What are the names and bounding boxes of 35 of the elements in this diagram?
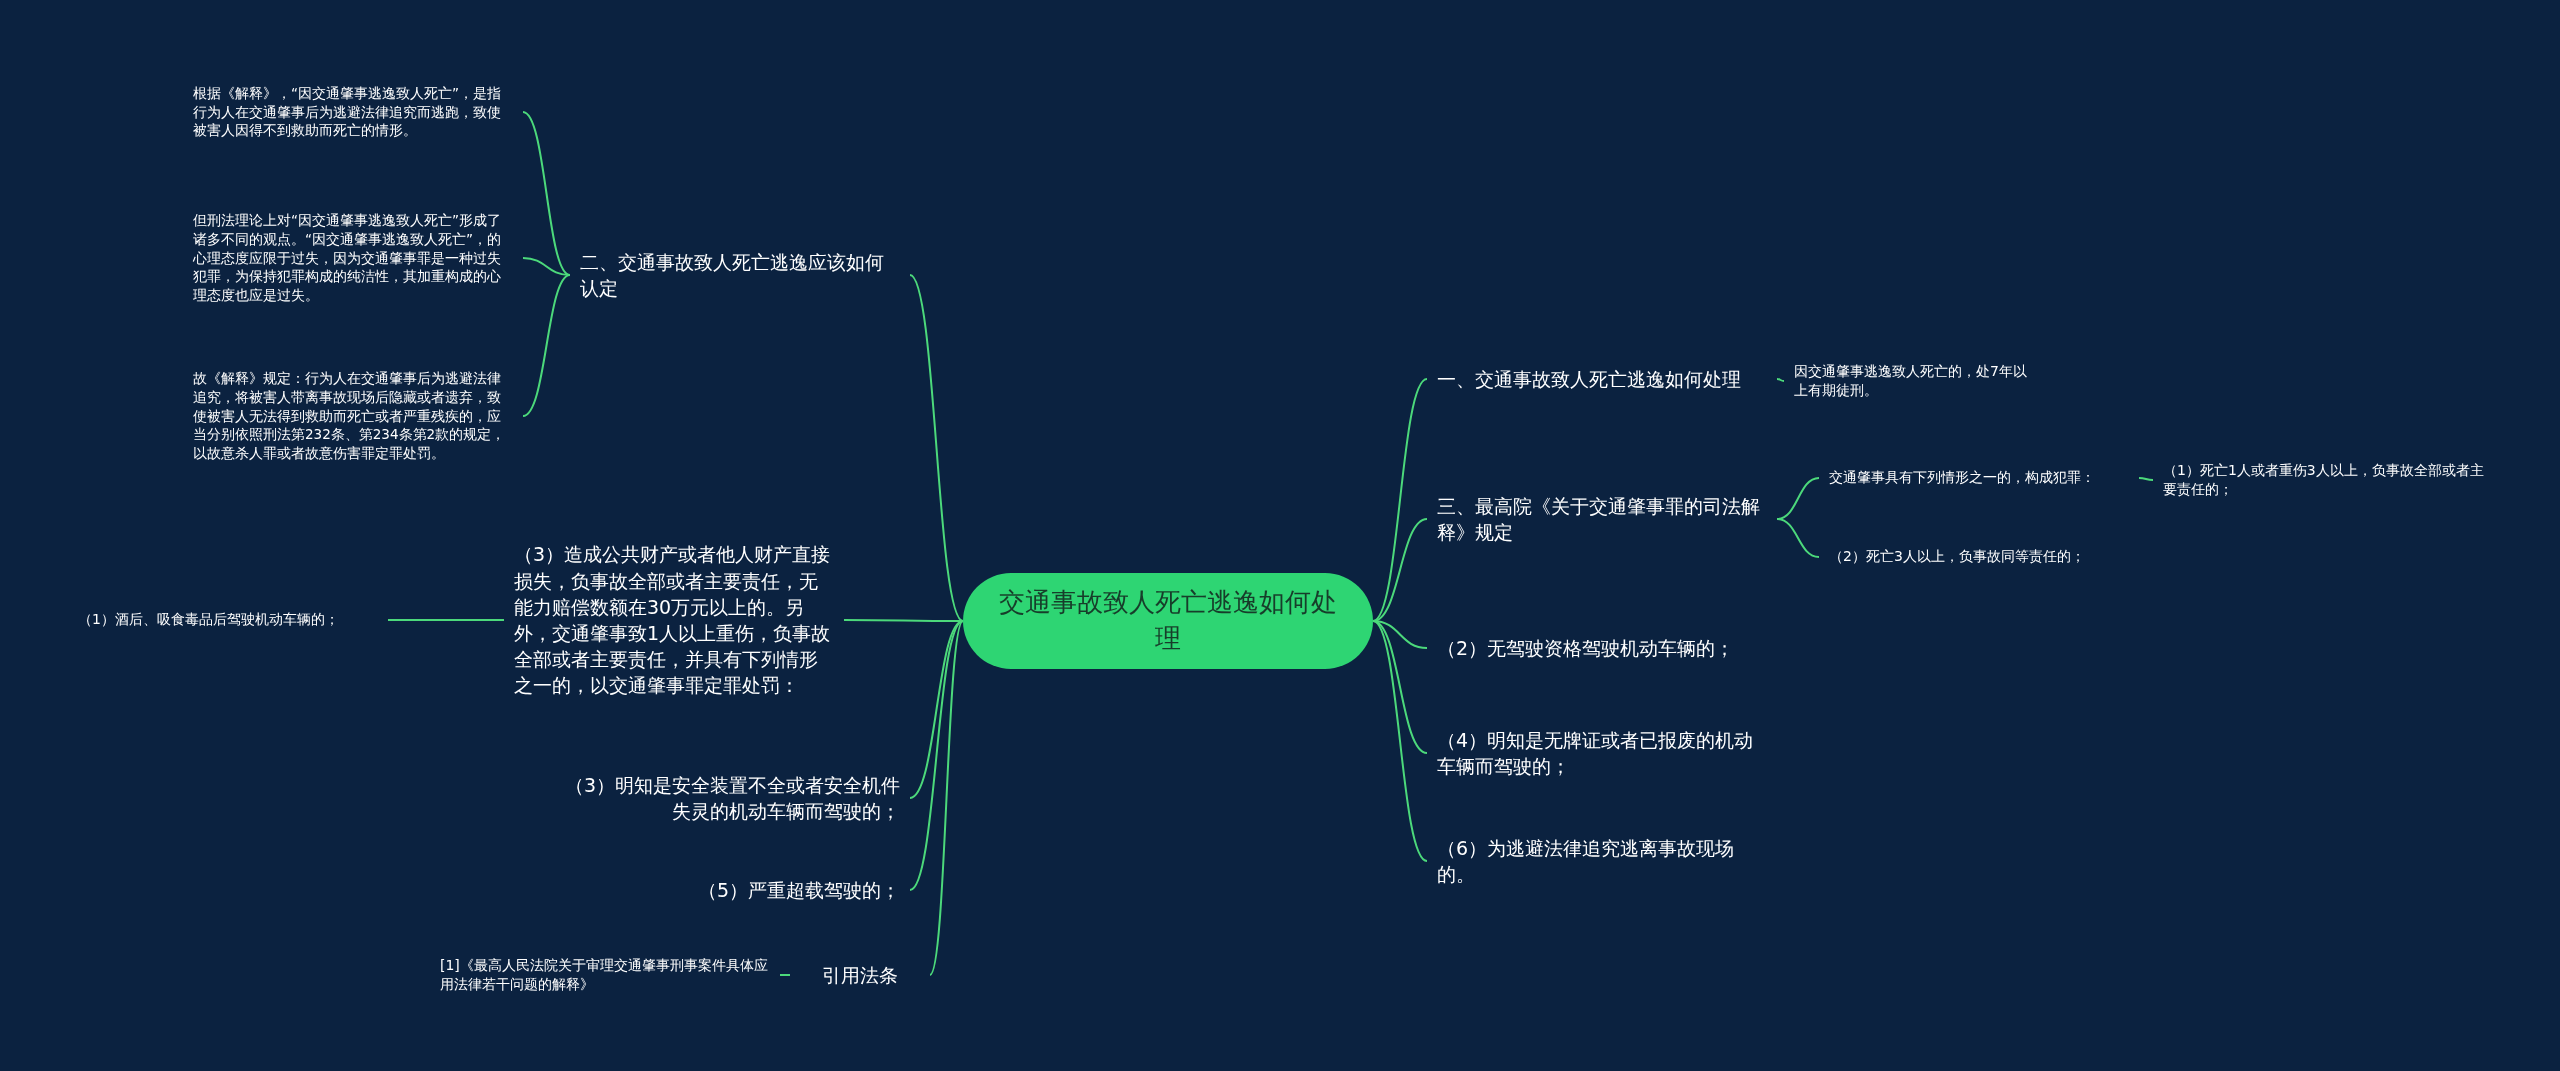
detail-text: 因交通肇事逃逸致人死亡的，处7年以上有期徒刑。 xyxy=(1794,361,2028,400)
detail-text: （2）死亡3人以上，负事故同等责任的； xyxy=(1829,547,2086,567)
topic-text: 引用法条 xyxy=(821,962,899,988)
connector-line xyxy=(2138,477,2154,481)
connector-line xyxy=(1372,620,1428,754)
topic-text: （3）造成公共财产或者他人财产直接损失，负事故全部或者主要责任，无能力赔偿数额在30万元以上的。另外，交通肇事致1人以上重伤，负事故全部或者主要责任，并具有下列情形之一的，以交通肇事罪定罪处罚： xyxy=(514,542,832,699)
topic-text: （6）为逃避法律追究逃离事故现场的。 xyxy=(1437,835,1736,887)
detail-text: 根据《解释》，“因交通肇事逃逸致人死亡”，是指行为人在交通肇事后为逃避法律追究而逃跑，致使被害人因得不到救助而死亡的情形。 xyxy=(193,84,502,140)
connector-line xyxy=(522,257,571,276)
connector-line xyxy=(1776,378,1785,382)
topic-text: （4）明知是无牌证或者已报废的机动车辆而驾驶的； xyxy=(1437,727,1755,779)
topic-text: 一、交通事故致人死亡逃逸如何处理 xyxy=(1437,366,1742,392)
detail-text: [1]《最高人民法院关于审理交通肇事刑事案件具体应用法律若干问题的解释》 xyxy=(440,955,769,994)
connector-line xyxy=(1372,620,1428,862)
connector-line xyxy=(929,620,964,976)
detail-text: （1）酒后、吸食毒品后驾驶机动车辆的； xyxy=(78,610,340,630)
topic-text: （2）无驾驶资格驾驶机动车辆的； xyxy=(1437,635,1736,661)
topic-text: 二、交通事故致人死亡逃逸应该如何认定 xyxy=(580,249,885,301)
detail-text: 交通肇事具有下列情形之一的，构成犯罪： xyxy=(1829,468,2096,488)
connector-line xyxy=(522,111,571,276)
connector-line xyxy=(387,619,505,621)
topic-text: 三、最高院《关于交通肇事罪的司法解释》规定 xyxy=(1437,493,1761,545)
connector-line xyxy=(843,619,964,622)
connector-line xyxy=(1372,378,1428,622)
central-topic-bubble: 交通事故致人死亡逃逸如何处理 xyxy=(963,573,1373,669)
detail-text: 但刑法理论上对“因交通肇事逃逸致人死亡”形成了诸多不同的观点。“因交通肇事逃逸致人死亡”，的心理态度应限于过失，因为交通肇事罪是一种过失犯罪，为保持犯罪构成的纯洁性，其加重构成的心理态度也应是过失。 xyxy=(193,211,502,305)
connector-line xyxy=(1776,518,1820,558)
connector-line xyxy=(909,620,964,891)
connector-line xyxy=(909,274,964,622)
topic-text: （3）明知是安全装置不全或者安全机件失灵的机动车辆而驾驶的； xyxy=(563,772,900,824)
detail-text: 故《解释》规定：行为人在交通肇事后为逃避法律追究，将被害人带离事故现场后隐藏或者遗弃，致使被害人无法得到救助而死亡或者严重残疾的，应当分别依照刑法第232条、第234条第2款的规定，以故意杀人罪或者故意伤害罪定罪处罚。 xyxy=(193,369,507,463)
connector-line xyxy=(522,274,571,417)
detail-text: （1）死亡1人或者重伤3人以上，负事故全部或者主要责任的； xyxy=(2163,460,2485,499)
topic-text: （5）严重超载驾驶的； xyxy=(696,877,900,903)
connector-line xyxy=(779,974,791,976)
